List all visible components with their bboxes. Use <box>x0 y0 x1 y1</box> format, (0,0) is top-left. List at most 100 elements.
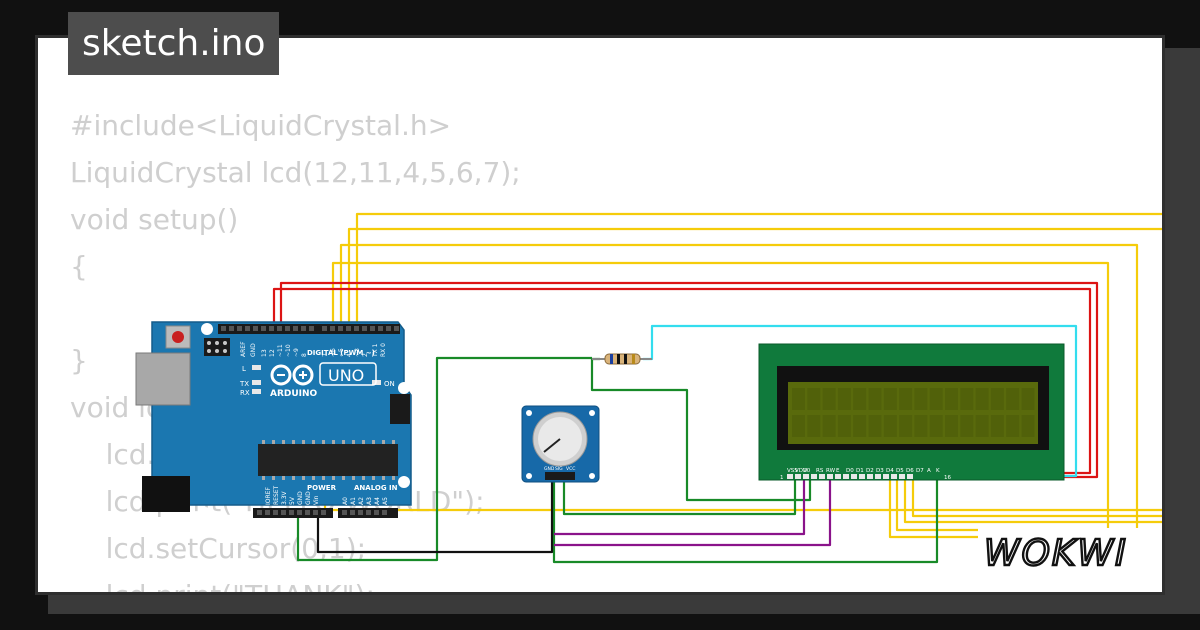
lcd-16x2[interactable]: VSS VDD V0 RS RW E D0 D1 D2 D3 D4 D5 D6 … <box>758 343 1065 481</box>
lcd-char-cell <box>914 415 928 437</box>
wokwi-logo[interactable]: WOKWI <box>978 528 1148 574</box>
lcd-char-cell <box>960 388 974 410</box>
lcd-char-cell <box>868 415 882 437</box>
power-label: POWER <box>307 484 337 492</box>
power-jack <box>142 476 190 512</box>
logo-background <box>978 528 1148 574</box>
lcd-char-cell <box>945 388 958 410</box>
code-line: LiquidCrystal lcd(12,11,4,5,6,7); <box>70 156 521 189</box>
potentiometer[interactable]: GND SIG VCC <box>521 405 600 483</box>
file-name-tab[interactable]: sketch.ino <box>68 12 280 75</box>
pin-label: A2 <box>358 497 365 505</box>
lcd-char-cell <box>960 415 974 437</box>
lcd-char-cells <box>792 388 1035 437</box>
pin-label: RX 0 <box>380 343 387 357</box>
pin-label: D4 <box>886 468 894 474</box>
pin-label: 8 <box>301 353 308 357</box>
mounting-hole <box>398 476 410 488</box>
lcd-char-cell <box>990 415 1004 437</box>
lcd-char-cell <box>945 415 958 437</box>
pin-label: ~3 <box>354 348 361 357</box>
wire-yellow[interactable] <box>331 261 1110 532</box>
reset-button-cap <box>172 331 184 343</box>
pin-label: A1 <box>350 497 357 505</box>
pin-label: D6 <box>906 468 914 474</box>
mounting-hole <box>201 323 213 335</box>
uno-label: UNO <box>328 366 364 385</box>
pin-label: D5 <box>896 468 904 474</box>
wire-purple[interactable] <box>554 476 806 536</box>
lcd-char-cell <box>1006 388 1020 410</box>
arduino-brand: ARDUINO <box>270 389 318 399</box>
wire-yellow[interactable] <box>903 476 1200 524</box>
analog-label: ANALOG IN <box>354 484 398 492</box>
pin-label: 2 <box>362 353 369 357</box>
pin-label: D1 <box>856 468 864 474</box>
lcd-char-cell <box>1021 388 1035 410</box>
pin-label: RS <box>816 468 824 474</box>
pin-label: A5 <box>382 497 389 505</box>
pin-label: RESET <box>273 485 280 505</box>
chip-pins <box>262 440 395 480</box>
wire-green[interactable] <box>552 476 939 564</box>
lcd-char-cell <box>837 415 851 437</box>
mounting-hole <box>398 382 410 394</box>
pin-label: 1 <box>780 475 784 481</box>
mounting-hole <box>199 507 211 519</box>
wire-green[interactable] <box>562 476 797 516</box>
led-l <box>252 365 261 370</box>
pot-header <box>545 472 575 480</box>
digital-header-pins <box>221 326 399 331</box>
mounting-hole <box>589 410 595 416</box>
mounting-hole <box>526 410 532 416</box>
led-tx-label: TX <box>239 380 249 388</box>
wire-yellow[interactable] <box>347 227 1200 330</box>
uno-badge <box>319 362 377 386</box>
lcd-char-cell <box>975 388 989 410</box>
wire-yellow[interactable] <box>339 243 1139 539</box>
pin-label: 12 <box>269 349 276 357</box>
lcd-char-cell <box>929 415 943 437</box>
pin-label: 13 <box>261 349 268 357</box>
pin-label: VCC <box>566 466 575 472</box>
led-tx <box>252 380 261 385</box>
resistor[interactable] <box>592 353 652 365</box>
arduino-logo-symbols <box>277 371 307 379</box>
wire-yellow[interactable] <box>911 476 1200 518</box>
code-line: void setup() <box>70 203 239 236</box>
lcd-pin-labels: VSS VDD V0 RS RW E D0 D1 D2 D3 D4 D5 D6 … <box>780 468 951 481</box>
led-rx <box>252 389 261 394</box>
pin-label: ~10 <box>285 344 292 357</box>
pin-label: ~6 <box>330 348 337 357</box>
led-l-label: L <box>242 365 246 373</box>
mounting-hole <box>589 473 595 479</box>
power-pin-labels: IOREF RESET 3.3V 5V GND GND Vin <box>265 485 320 505</box>
lcd-char-cell <box>822 388 836 410</box>
lcd-char-cell <box>975 415 989 437</box>
lcd-char-cell <box>853 388 867 410</box>
pin-label: GND <box>305 491 312 505</box>
wire-yellow[interactable] <box>355 212 1200 330</box>
pin-label: D2 <box>866 468 874 474</box>
pin-label: SIG <box>555 466 563 472</box>
pin-label: 16 <box>944 475 951 481</box>
analog-pin-labels: A0 A1 A2 A3 A4 A5 <box>342 497 389 505</box>
lcd-char-cell <box>899 415 913 437</box>
pin-label: 5V <box>289 496 296 505</box>
wire-purple[interactable] <box>554 476 832 547</box>
resistor-band <box>617 354 620 364</box>
pot-indicator <box>543 438 561 453</box>
lcd-pin-pads <box>787 474 913 479</box>
wire-green[interactable] <box>296 356 592 562</box>
code-line: } <box>70 344 88 377</box>
pin-label: TX 1 <box>372 343 379 358</box>
arduino-uno-board[interactable]: AREF GND 13 12 ~11 ~10 ~9 8 7 ~6 ~5 4 ~3… <box>135 321 412 519</box>
lcd-char-cell <box>837 388 851 410</box>
pin-label: RW <box>826 468 836 474</box>
code-line: lcd.print("THANK"); <box>70 576 375 592</box>
lcd-char-cell <box>853 415 867 437</box>
led-on-label: ON <box>384 380 395 388</box>
lcd-char-cell <box>1021 415 1035 437</box>
arduino-infinity-logo <box>270 364 314 386</box>
